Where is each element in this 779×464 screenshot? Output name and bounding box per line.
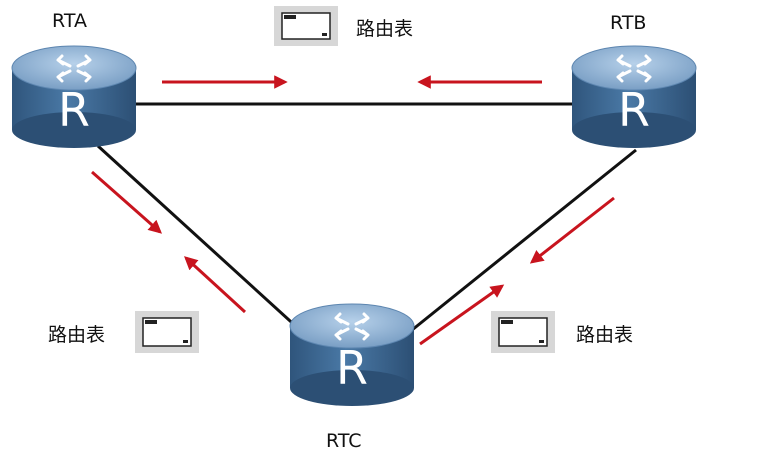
link-rtb-rtc — [411, 148, 637, 332]
arrow-rtc-to-rtb — [419, 284, 505, 346]
routing-table-label: 路由表 — [356, 18, 414, 40]
routing-table-label: 路由表 — [48, 324, 106, 346]
router-label-rta: RTA — [52, 10, 87, 32]
arrow-rta-to-rtc — [91, 170, 163, 234]
link-rta-rtc — [96, 144, 302, 332]
arrow-rtc-to-rta — [184, 256, 247, 314]
arrow-rtb-to-rtc — [529, 196, 615, 264]
router-rtc[interactable]: R — [289, 303, 415, 406]
router-label-rtc: RTC — [326, 430, 362, 452]
router-arrows-icon — [56, 54, 92, 83]
routing-table-icon[interactable] — [491, 311, 555, 353]
router-rta[interactable]: R — [11, 45, 137, 148]
router-badge: R — [58, 83, 90, 137]
router-arrows-icon — [334, 312, 370, 341]
routing-table-icon[interactable] — [274, 6, 338, 46]
router-rtb[interactable]: R — [571, 45, 697, 148]
router-arrows-icon — [616, 54, 652, 83]
routing-table-icon[interactable] — [135, 311, 199, 353]
router-label-rtb: RTB — [610, 12, 647, 34]
router-badge: R — [336, 341, 368, 395]
routing-table-label: 路由表 — [576, 324, 634, 346]
router-badge: R — [618, 83, 650, 137]
